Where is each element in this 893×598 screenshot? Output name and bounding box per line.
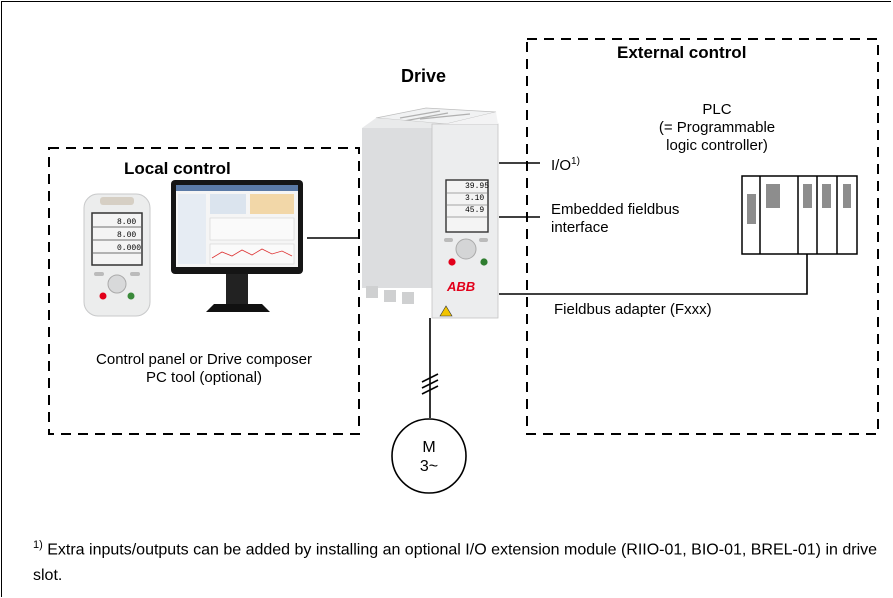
- plc-label-line2: (= Programmable: [658, 119, 776, 136]
- plc-label-line3: logic controller): [666, 137, 768, 154]
- plc-device: [741, 175, 858, 255]
- panel-reading-3: 0.000: [117, 244, 142, 253]
- io-label: I/O1): [551, 153, 580, 175]
- drive-reading-3: 45.9: [465, 206, 485, 215]
- motor-letter: M: [422, 439, 436, 456]
- local-control-caption-line2: PC tool (optional): [146, 369, 262, 386]
- adapter-line: [499, 254, 808, 295]
- three-phase-marker: [421, 373, 439, 395]
- local-control-caption-line1: Control panel or Drive composer: [96, 351, 312, 368]
- io-footnote-marker: 1): [571, 156, 580, 167]
- local-control-box: [48, 147, 360, 435]
- panel-reading-2: 8.00: [117, 231, 137, 240]
- external-control-heading: External control: [617, 43, 747, 62]
- local-control-caption: Control panel or Drive composer PC tool …: [56, 351, 352, 387]
- control-panel-readings: 8.00 8.00 0.000: [117, 216, 141, 255]
- drive-panel-readings: 39.95 3.10 45.9: [465, 181, 489, 217]
- drive-unit: [362, 107, 499, 319]
- motor-symbol: [391, 418, 467, 494]
- io-label-text: I/O: [551, 157, 572, 174]
- abb-logo: ABB: [447, 279, 476, 294]
- panel-reading-1: 8.00: [117, 218, 137, 227]
- local-control-heading: Local control: [124, 159, 231, 178]
- plc-label: PLC (= Programmable logic controller): [632, 101, 802, 155]
- footnote-marker: 1): [33, 539, 43, 551]
- embedded-fieldbus-label: Embedded fieldbus interface: [551, 201, 679, 237]
- embedded-fieldbus-line2: interface: [551, 219, 609, 236]
- footnote-text: Extra inputs/outputs can be added by ins…: [33, 541, 878, 585]
- drive-reading-1: 39.95: [465, 182, 490, 191]
- drive-reading-2: 3.10: [465, 194, 485, 203]
- plc-label-line1: PLC: [702, 101, 732, 118]
- embedded-fieldbus-line1: Embedded fieldbus: [551, 201, 680, 218]
- pc-monitor: [171, 180, 303, 312]
- external-control-box: [526, 38, 879, 435]
- control-panel-device: [83, 193, 151, 317]
- motor-label: M 3~: [399, 438, 459, 476]
- fieldbus-adapter-label: Fieldbus adapter (Fxxx): [554, 301, 712, 318]
- footnote: 1) Extra inputs/outputs can be added by …: [33, 532, 883, 589]
- motor-phase: 3~: [419, 458, 439, 475]
- drive-title: Drive: [401, 66, 447, 86]
